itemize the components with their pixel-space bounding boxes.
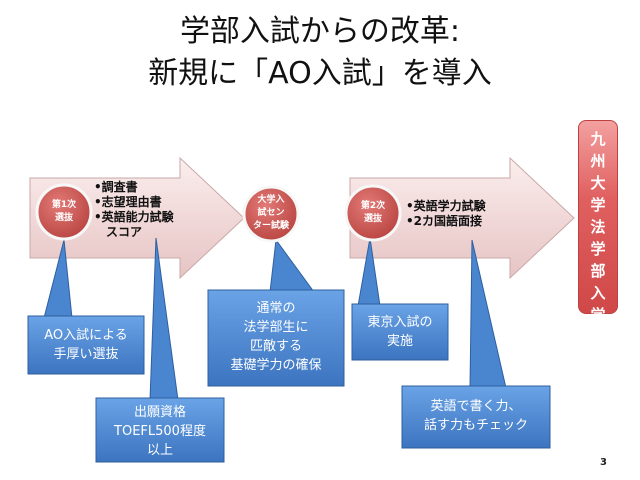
admission-result-label: 九州大学法学部入学: [578, 128, 618, 326]
admission-result-char: 入: [590, 284, 606, 302]
callout-line: 実施: [386, 334, 413, 349]
callout-line: 話す力もチェック: [423, 418, 528, 433]
admission-result-char: 学: [590, 196, 606, 214]
stage1-circle-line1: 第1次: [51, 200, 77, 210]
admission-result-char: 大: [590, 174, 606, 192]
stage2-circle-line1: 大学入: [257, 195, 285, 205]
callout3-box: [207, 289, 345, 387]
callout5-box: [401, 385, 551, 449]
stage2-circle-line2: 試セン: [257, 208, 285, 218]
callout5-tail: [469, 239, 507, 389]
admission-result-char: 州: [590, 152, 606, 170]
callout-line: 出願資格: [133, 405, 186, 420]
stage3-circle-line1: 第2次: [360, 201, 386, 211]
stage2-circle-line3: ター試験: [252, 221, 289, 231]
stage3-item: •2カ国語面接: [406, 214, 483, 228]
stage1-circle: [35, 183, 93, 241]
admission-result-char: 法: [590, 218, 606, 236]
callout-tokyo-exam: 東京入試の 実施: [352, 313, 448, 351]
callout-line: 通常の: [256, 301, 296, 316]
stage2-circle: [242, 185, 300, 243]
callout-line: 英語で書く力、: [430, 399, 522, 414]
callout-line: 基礎学力の確保: [230, 358, 322, 373]
admission-result-char: 学: [590, 306, 606, 324]
callout-eligibility: 出願資格 TOEFL500程度 以上: [96, 403, 224, 460]
title-line-1: 学部入試からの改革:: [179, 14, 461, 49]
stage3-circle: [344, 184, 402, 242]
callout-ao-selection: AO入試による 手厚い選抜: [28, 326, 144, 364]
callout-line: 以上: [146, 443, 173, 458]
admission-result-char: 部: [590, 262, 606, 280]
callout-line: 匹敵する: [249, 339, 302, 354]
stage1-item: •調査書: [94, 180, 138, 194]
callout-basic-ability: 通常の 法学部生に 匹敵する 基礎学力の確保: [208, 299, 344, 375]
callout-line: TOEFL500程度: [114, 424, 206, 439]
admission-result-char: 学: [590, 240, 606, 258]
stage3-circle-label: 第2次 選抜: [349, 200, 397, 226]
callout2-tail: [149, 237, 179, 401]
stage1-circle-label: 第1次 選抜: [40, 199, 88, 225]
title-line-2: 新規に「AO入試」を導入: [148, 56, 492, 91]
callout-line: AO入試による: [44, 328, 128, 343]
stage1-arrow: [29, 156, 245, 280]
stage3-arrow: [349, 156, 575, 280]
callout-line: 法学部生に: [243, 320, 309, 335]
callout3-tail: [269, 238, 315, 293]
stage1-item: スコア: [94, 225, 143, 239]
stage1-criteria-list: •調査書 •志望理由書 •英語能力試験 スコア: [94, 180, 174, 240]
callout4-box: [351, 303, 449, 361]
admission-result-box: [578, 120, 618, 314]
stage3-criteria-list: •英語学力試験 •2カ国語面接: [406, 199, 486, 229]
stage1-item: •志望理由書: [94, 195, 162, 209]
stage1-circle-line2: 選抜: [54, 213, 73, 223]
stage2-circle-label: 大学入 試セン ター試験: [247, 194, 295, 233]
stage3-circle-line2: 選抜: [363, 214, 382, 224]
callout-line: 東京入試の: [367, 315, 433, 330]
stage1-item: •英語能力試験: [94, 210, 174, 224]
callout-line: 手厚い選抜: [53, 347, 119, 362]
admission-result-char: 九: [590, 130, 606, 148]
callout1-box: [27, 315, 145, 375]
callout-english-skills: 英語で書く力、 話す力もチェック: [402, 397, 550, 435]
page-number: 3: [600, 457, 607, 468]
stage3-item: •英語学力試験: [406, 199, 486, 213]
callout2-box: [95, 397, 225, 463]
